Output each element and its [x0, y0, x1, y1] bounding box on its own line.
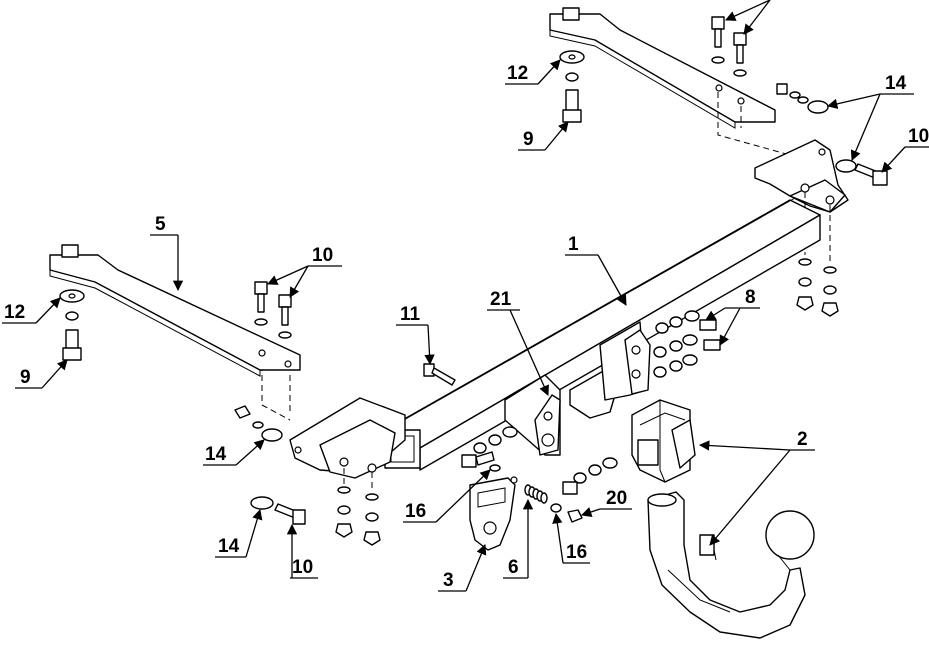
svg-text:2: 2: [797, 429, 808, 450]
svg-text:12: 12: [4, 302, 25, 323]
callout-5: 5: [150, 214, 184, 292]
svg-text:1: 1: [568, 234, 579, 255]
spring-6-and-nut-20: [524, 484, 583, 523]
right-hardware-14-10: [776, 83, 888, 317]
callout-16-left: 16: [403, 469, 491, 523]
svg-text:8: 8: [745, 287, 756, 308]
callout-3: 3: [438, 544, 487, 592]
detachable-towball-2: [647, 491, 815, 639]
callout-11: 11: [396, 304, 435, 366]
callout-14-left: 14: [203, 439, 265, 466]
main-crossbar: [384, 197, 821, 471]
svg-text:20: 20: [606, 488, 627, 509]
left-side-bracket: [261, 365, 406, 490]
svg-text:14: 14: [218, 536, 240, 557]
svg-text:10: 10: [292, 557, 313, 578]
callout-12-upper: 12: [505, 59, 561, 85]
callout-10-lower: 10: [286, 523, 318, 579]
right-side-bracket: [754, 139, 849, 262]
svg-text:10: 10: [908, 126, 929, 147]
callout-14-lower: 14: [215, 509, 263, 558]
callout-10-left: 10: [267, 245, 342, 298]
callout-16-lower: 16: [552, 512, 590, 564]
svg-text:9: 9: [523, 129, 534, 150]
svg-text:11: 11: [400, 304, 421, 325]
svg-text:6: 6: [508, 557, 519, 578]
callout-10-upper: 10: [725, 0, 771, 35]
svg-text:3: 3: [443, 570, 454, 591]
callout-10-right: 10: [881, 126, 929, 173]
upper-right-mounting-plate: [549, 7, 791, 156]
svg-text:10: 10: [312, 245, 333, 266]
upper-bolts-10: [711, 16, 747, 77]
callout-1: 1: [565, 234, 627, 306]
svg-text:21: 21: [490, 289, 512, 310]
bolt-11: [423, 363, 456, 386]
callout-8: 8: [705, 287, 760, 346]
callout-2: 2: [698, 429, 815, 546]
svg-text:12: 12: [507, 63, 528, 84]
callout-9-lower: 9: [15, 359, 68, 389]
left-hardware: [234, 405, 381, 546]
callout-14-right: 14: [826, 73, 914, 161]
callout-12-lower: 12: [2, 297, 61, 324]
socket-plate-3: [469, 476, 518, 551]
svg-text:14: 14: [205, 444, 227, 465]
left-washers-12-and-bolt-9: [59, 289, 85, 361]
callout-6: 6: [503, 498, 534, 579]
left-bolts-10: [254, 281, 292, 339]
bolt-group-8: [653, 310, 721, 378]
svg-text:9: 9: [20, 367, 31, 388]
callout-21: 21: [487, 289, 549, 396]
upper-washers-12-and-bolt-9: [559, 50, 585, 123]
callout-9-upper: 9: [518, 121, 569, 151]
left-mounting-plate-5: [49, 244, 301, 377]
svg-text:16: 16: [405, 501, 426, 522]
callout-20: 20: [581, 488, 632, 517]
svg-text:16: 16: [566, 542, 587, 563]
electrical-socket-housing: [631, 399, 696, 483]
center-hardware: [461, 426, 618, 495]
svg-text:5: 5: [155, 214, 166, 235]
svg-text:14: 14: [885, 73, 907, 94]
